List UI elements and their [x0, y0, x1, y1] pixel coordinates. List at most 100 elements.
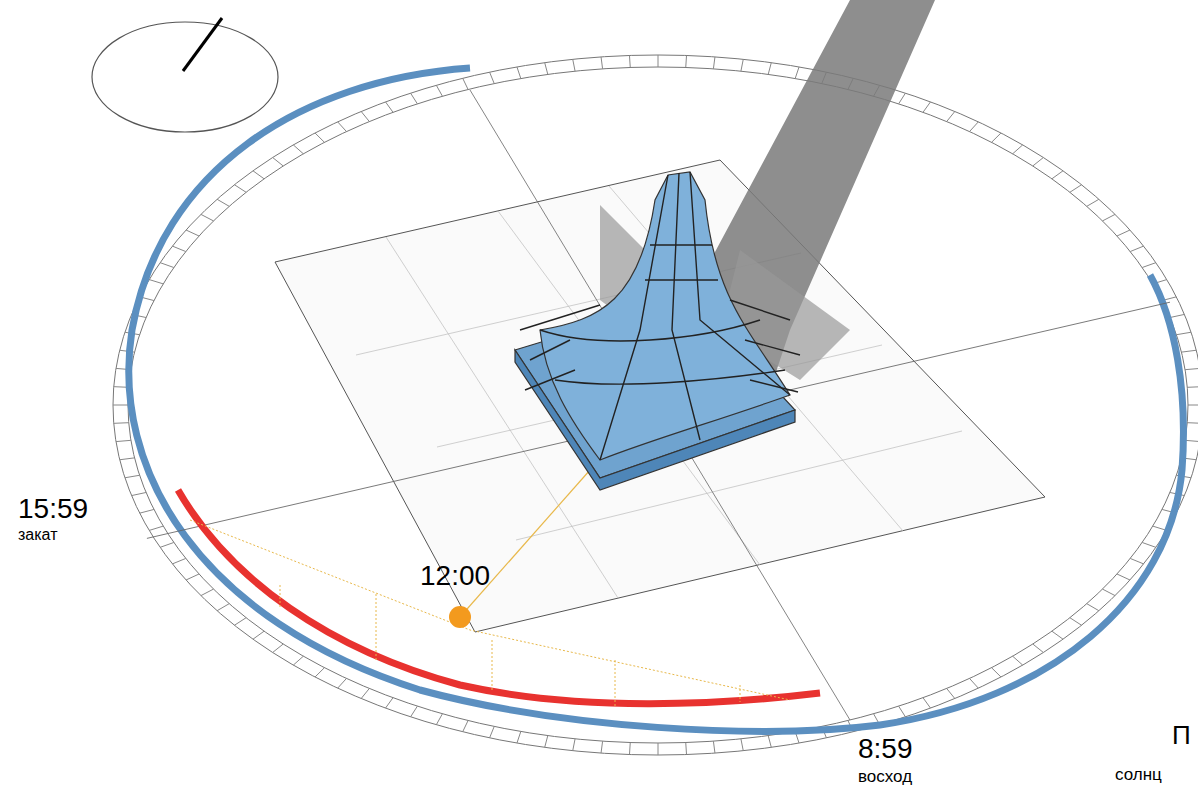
- ring-tick: [1187, 386, 1198, 388]
- ring-tick: [1117, 230, 1130, 236]
- ring-tick: [947, 688, 955, 698]
- ring-tick: [253, 631, 264, 639]
- ring-tick: [116, 440, 131, 441]
- compass-needle: [183, 18, 222, 71]
- ring-tick: [113, 405, 128, 406]
- winter-sun-arc: [178, 490, 820, 704]
- ring-tick: [149, 526, 163, 530]
- cut-heading: солнц: [1115, 766, 1162, 783]
- tower-model: [515, 172, 800, 490]
- ring-tick: [573, 739, 575, 751]
- ring-tick: [436, 714, 442, 725]
- ring-tick: [186, 574, 199, 580]
- ring-tick: [386, 102, 394, 112]
- ring-tick: [273, 158, 284, 166]
- ring-tick: [1070, 618, 1082, 626]
- ring-tick: [490, 726, 495, 737]
- ring-tick: [713, 57, 715, 69]
- ring-tick: [1102, 214, 1115, 221]
- ring-tick: [768, 63, 771, 75]
- ring-tick: [315, 668, 324, 677]
- ring-tick: [1142, 263, 1156, 268]
- ring-tick: [463, 721, 468, 732]
- ring-tick: [629, 55, 631, 67]
- ring-tick: [293, 656, 303, 665]
- ring-tick: [361, 111, 369, 121]
- sun-ray: [460, 470, 590, 617]
- ring-tick: [1087, 199, 1099, 206]
- ring-tick: [1185, 440, 1198, 441]
- ring-ticks: [113, 55, 1198, 755]
- ring-tick: [658, 743, 659, 755]
- ring-tick: [1181, 350, 1196, 352]
- projection-lines: [190, 520, 790, 706]
- ring-tick: [1033, 158, 1044, 166]
- ring-tick: [186, 230, 199, 236]
- ring-tick: [160, 542, 174, 547]
- ring-tick: [899, 706, 906, 717]
- event-label: восход: [858, 768, 912, 785]
- ring-tick: [490, 72, 495, 83]
- event-label: закат: [18, 527, 57, 543]
- ring-tick: [1033, 644, 1044, 652]
- ring-tick: [120, 458, 135, 460]
- ring-tick: [361, 688, 369, 698]
- ring-tick: [713, 741, 715, 753]
- ring-tick: [411, 706, 418, 717]
- time-label: 8:59: [858, 735, 913, 763]
- ring-tick: [273, 644, 284, 652]
- ring-tick: [140, 509, 154, 513]
- ring-tick: [217, 604, 229, 611]
- ground-grid: [147, 90, 1170, 720]
- ring-tick: [658, 55, 659, 67]
- ring-tick: [1013, 145, 1023, 154]
- ring-tick: [217, 199, 229, 206]
- ring-tick: [338, 122, 347, 132]
- ring-tick: [293, 145, 303, 154]
- ring-tick: [1130, 246, 1143, 251]
- ring-tick: [160, 263, 174, 268]
- ring-tick: [685, 743, 687, 755]
- ring-tick: [1130, 558, 1143, 563]
- ring-tick: [411, 93, 418, 104]
- ring-tick: [517, 67, 521, 79]
- ring-tick: [545, 63, 548, 75]
- ring-tick: [1142, 542, 1156, 547]
- ring-tick: [685, 55, 687, 67]
- ring-tick: [1052, 171, 1063, 179]
- ring-tick: [386, 698, 394, 708]
- ring-tick: [1070, 185, 1082, 193]
- ring-tick: [125, 475, 140, 477]
- ring-tick: [970, 122, 979, 132]
- ring-tick: [1117, 574, 1130, 580]
- ring-tick: [1013, 656, 1023, 665]
- ring-tick: [1185, 368, 1198, 369]
- ring-tick: [517, 731, 521, 743]
- ring-tick: [1052, 631, 1063, 639]
- ring-tick: [923, 698, 931, 708]
- ring-tick: [234, 618, 246, 626]
- ring-tick: [1176, 332, 1191, 334]
- ring-tick: [545, 736, 548, 748]
- ring-tick: [132, 492, 146, 495]
- ring-tick: [629, 743, 631, 755]
- ring-tick: [1102, 589, 1115, 596]
- ring-tick: [114, 422, 129, 424]
- cut-heading: П: [1172, 722, 1191, 748]
- ring-tick: [741, 739, 743, 751]
- sun-path-arc: [129, 68, 1184, 731]
- ring-tick: [1188, 405, 1198, 406]
- ring-tick: [768, 736, 771, 748]
- ring-tick: [253, 171, 264, 179]
- ring-tick: [923, 102, 931, 112]
- ring-tick: [947, 111, 955, 121]
- ring-tick: [463, 78, 468, 89]
- ring-tick: [436, 85, 442, 96]
- ring-tick: [601, 57, 603, 69]
- ring-tick: [201, 214, 214, 221]
- sun-marker: [449, 606, 471, 628]
- ring-tick: [899, 93, 906, 104]
- ring-tick: [234, 185, 246, 193]
- time-label: 12:00: [420, 562, 490, 590]
